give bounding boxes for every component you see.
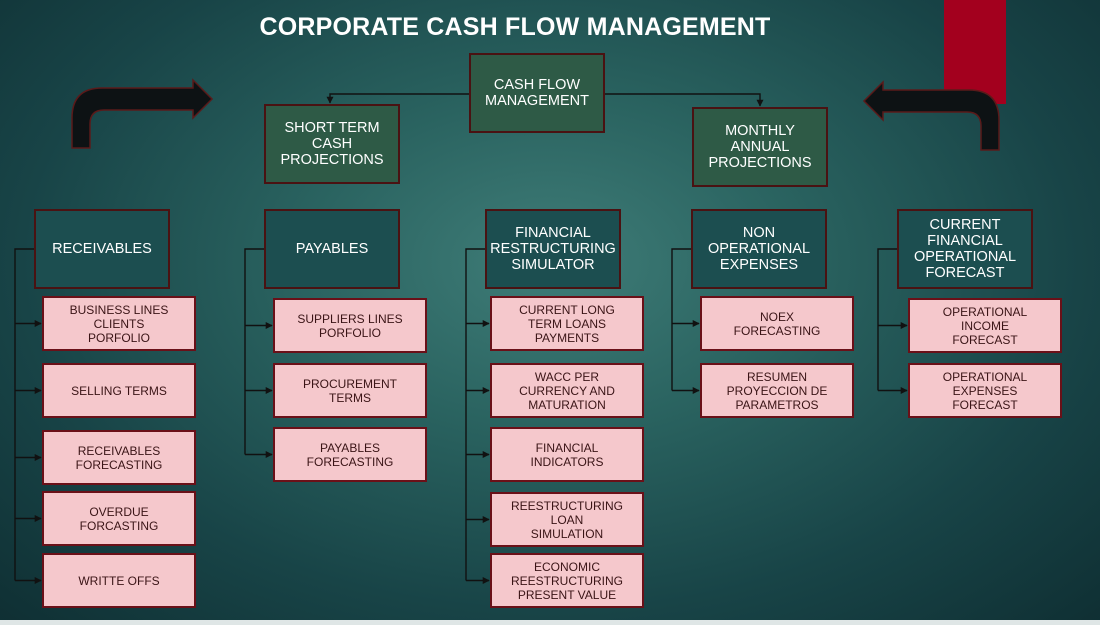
item-noex-forecasting: NOEX FORECASTING bbox=[700, 296, 854, 351]
item-procurement-terms: PROCUREMENT TERMS bbox=[273, 363, 427, 418]
item-business-lines-clients-porfolio: BUSINESS LINES CLIENTS PORFOLIO bbox=[42, 296, 196, 351]
node-short-term-cash-projections: SHORT TERM CASH PROJECTIONS bbox=[264, 104, 400, 184]
item-suppliers-lines-porfolio: SUPPLIERS LINES PORFOLIO bbox=[273, 298, 427, 353]
category-payables: PAYABLES bbox=[264, 209, 400, 289]
item-resumen-proyeccion-de-parametros: RESUMEN PROYECCION DE PARAMETROS bbox=[700, 363, 854, 418]
bent-arrow-left-icon bbox=[862, 80, 1000, 151]
category-non-operational-expenses: NON OPERATIONAL EXPENSES bbox=[691, 209, 827, 289]
connector-trunk bbox=[671, 248, 691, 391]
connector-root-to-monthly bbox=[605, 93, 764, 107]
item-operational-income-forecast: OPERATIONAL INCOME FORECAST bbox=[908, 298, 1062, 353]
item-selling-terms: SELLING TERMS bbox=[42, 363, 196, 418]
connector-trunk bbox=[244, 248, 264, 455]
bottom-edge-bar bbox=[0, 620, 1100, 625]
item-receivables-forecasting: RECEIVABLES FORECASTING bbox=[42, 430, 196, 485]
bent-arrow-right-icon bbox=[71, 78, 214, 149]
diagram-title: CORPORATE CASH FLOW MANAGEMENT bbox=[259, 13, 771, 41]
connector-trunk bbox=[14, 248, 34, 581]
category-receivables: RECEIVABLES bbox=[34, 209, 170, 289]
red-accent-bar bbox=[944, 0, 1006, 104]
root-node-cash-flow-management: CASH FLOW MANAGEMENT bbox=[469, 53, 605, 133]
connector-trunk bbox=[877, 248, 897, 391]
item-operational-expenses-forecast: OPERATIONAL EXPENSES FORECAST bbox=[908, 363, 1062, 418]
item-wacc-per-currency-and-maturation: WACC PER CURRENCY AND MATURATION bbox=[490, 363, 644, 418]
item-reestructuring-loan-simulation: REESTRUCTURING LOAN SIMULATION bbox=[490, 492, 644, 547]
item-financial-indicators: FINANCIAL INDICATORS bbox=[490, 427, 644, 482]
item-writte-offs: WRITTE OFFS bbox=[42, 553, 196, 608]
item-overdue-forcasting: OVERDUE FORCASTING bbox=[42, 491, 196, 546]
connector-root-to-short-term bbox=[326, 93, 469, 104]
connector-trunk bbox=[465, 248, 485, 581]
item-payables-forecasting: PAYABLES FORECASTING bbox=[273, 427, 427, 482]
item-economic-reestructuring-present-value: ECONOMIC REESTRUCTURING PRESENT VALUE bbox=[490, 553, 644, 608]
node-monthly-annual-projections: MONTHLY ANNUAL PROJECTIONS bbox=[692, 107, 828, 187]
item-current-long-term-loans-payments: CURRENT LONG TERM LOANS PAYMENTS bbox=[490, 296, 644, 351]
category-current-financial-operational-forecast: CURRENT FINANCIAL OPERATIONAL FORECAST bbox=[897, 209, 1033, 289]
category-financial-restructuring-simulator: FINANCIAL RESTRUCTURING SIMULATOR bbox=[485, 209, 621, 289]
